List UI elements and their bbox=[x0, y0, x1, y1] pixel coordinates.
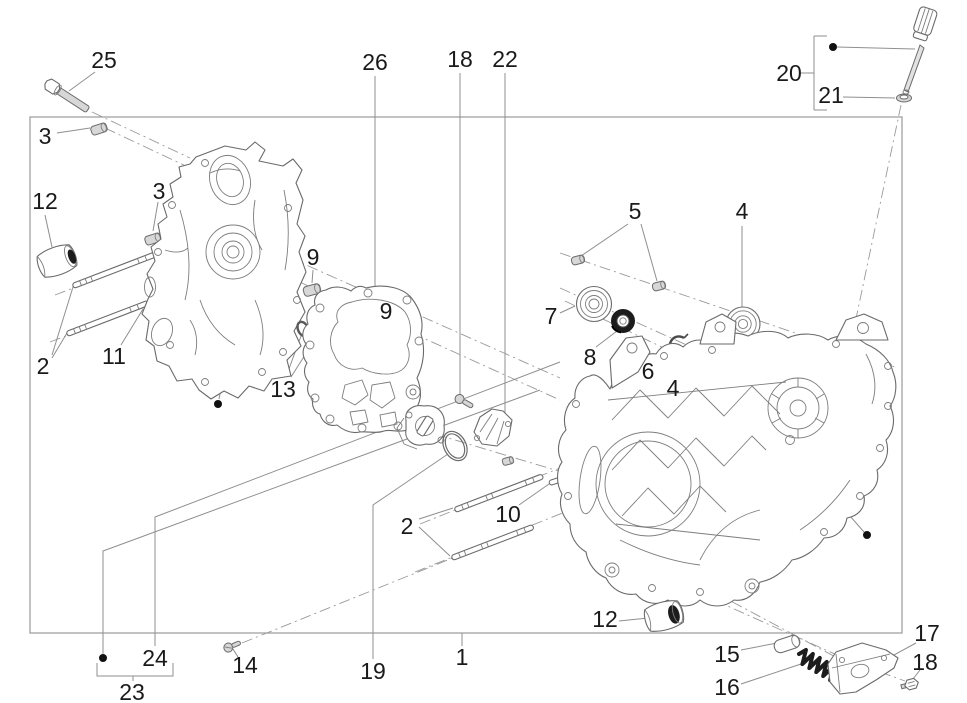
part-label-18: 18 bbox=[447, 46, 473, 72]
plunger bbox=[773, 634, 801, 654]
part-label-11: 11 bbox=[102, 343, 126, 369]
diagram-frame bbox=[29, 116, 903, 634]
pump-o-ring bbox=[442, 430, 468, 462]
part-label-10: 10 bbox=[495, 501, 521, 527]
part-label-4: 4 bbox=[736, 198, 749, 224]
stud bbox=[451, 524, 534, 561]
part-label-25: 25 bbox=[91, 47, 117, 73]
part-label-1: 1 bbox=[456, 644, 469, 670]
stud bbox=[454, 474, 544, 513]
part-label-14: 14 bbox=[232, 652, 258, 678]
left-crankcase-half bbox=[141, 141, 307, 400]
part-label-5: 5 bbox=[629, 198, 642, 224]
part-label-18: 18 bbox=[912, 649, 938, 675]
screw bbox=[223, 640, 241, 653]
dipstick-seal-ring bbox=[896, 93, 912, 103]
part-label-4: 4 bbox=[667, 375, 680, 401]
part-label-23: 23 bbox=[119, 679, 145, 703]
part-label-9: 9 bbox=[380, 298, 393, 324]
mount-bushing bbox=[643, 600, 685, 632]
bracket-plate bbox=[473, 408, 513, 447]
part-label-3: 3 bbox=[39, 123, 52, 149]
oil-dipstick bbox=[902, 6, 938, 95]
small-dowel bbox=[501, 456, 515, 466]
oil-seal bbox=[611, 309, 635, 334]
part-label-2: 2 bbox=[37, 353, 50, 379]
screw bbox=[454, 394, 474, 409]
part-label-8: 8 bbox=[584, 344, 597, 370]
reference-dots bbox=[99, 43, 871, 662]
part-label-6: 6 bbox=[642, 358, 655, 384]
part-label-3: 3 bbox=[153, 178, 166, 204]
part-label-21: 21 bbox=[818, 82, 844, 108]
oil-pump-body bbox=[396, 405, 445, 450]
part-label-2: 2 bbox=[401, 513, 414, 539]
hex-bolt bbox=[900, 677, 919, 691]
part-label-19: 19 bbox=[360, 658, 386, 684]
part-label-15: 15 bbox=[714, 641, 740, 667]
dowel-bush bbox=[302, 283, 322, 297]
ball-bearing bbox=[575, 285, 613, 323]
part-label-17: 17 bbox=[914, 620, 940, 646]
dowel bbox=[651, 280, 667, 292]
dowel bbox=[570, 254, 586, 266]
part-label-26: 26 bbox=[362, 49, 388, 75]
part-label-7: 7 bbox=[545, 303, 558, 329]
mount-bushing bbox=[36, 244, 78, 278]
cover-gasket bbox=[302, 285, 425, 434]
part-label-9: 9 bbox=[307, 244, 320, 270]
locating-dowel bbox=[90, 122, 108, 136]
part-label-16: 16 bbox=[714, 674, 740, 700]
bracket-plate bbox=[827, 642, 899, 695]
part-label-20: 20 bbox=[776, 60, 802, 86]
part-label-12: 12 bbox=[592, 606, 618, 632]
part-label-22: 22 bbox=[492, 46, 518, 72]
flange-bolt bbox=[44, 78, 90, 113]
part-label-24: 24 bbox=[142, 645, 168, 671]
part-label-13: 13 bbox=[270, 376, 296, 402]
right-crankcase-half bbox=[556, 313, 897, 607]
part-label-12: 12 bbox=[32, 188, 58, 214]
